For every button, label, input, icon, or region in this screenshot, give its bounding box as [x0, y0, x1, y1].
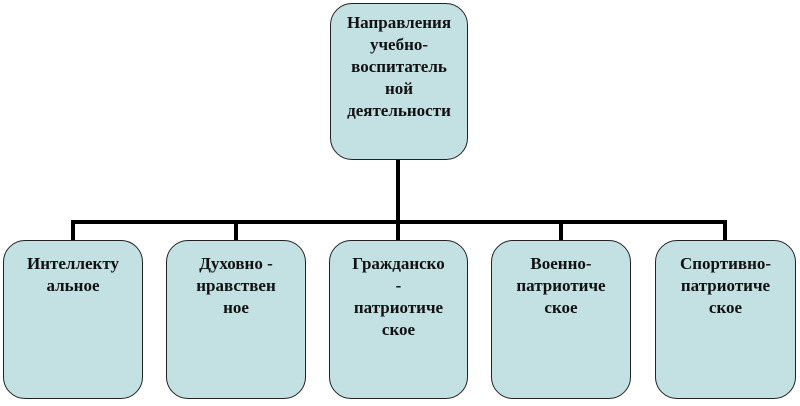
root-line: воспитатель: [351, 57, 447, 76]
node-line: ское: [544, 298, 578, 317]
connector-drop-3: [396, 220, 400, 241]
node-line: Интеллекту: [27, 254, 119, 273]
node-line: ное: [223, 298, 249, 317]
child-node-military-patriotic: Военно- патриотиче ское: [491, 240, 631, 399]
root-line: ной: [384, 79, 414, 98]
connector-drop-1: [71, 220, 75, 241]
node-line: патриотиче: [516, 276, 606, 295]
node-line: патриотиче: [680, 276, 771, 295]
connector-drop-4: [559, 220, 563, 241]
child-node-spiritual-moral: Духовно - нравствен ное: [166, 240, 306, 399]
root-node: Направления учебно- воспитатель ной деят…: [330, 3, 468, 160]
root-line: учебно-: [369, 35, 429, 54]
node-line: Духовно -: [199, 254, 273, 273]
root-line: деятельности: [347, 101, 451, 120]
node-line: Спортивно-: [679, 254, 772, 273]
node-line: патриотиче: [353, 298, 444, 317]
node-line: Военно-: [530, 254, 592, 273]
node-line: нравствен: [196, 276, 276, 295]
child-node-sports-patriotic: Спортивно- патриотиче ское: [655, 240, 796, 399]
child-node-intellectual: Интеллекту альное: [3, 240, 143, 399]
node-line: -: [395, 276, 402, 295]
connector-drop-2: [234, 220, 238, 241]
connector-drop-5: [723, 220, 727, 241]
root-line: Направления: [346, 13, 452, 32]
node-line: ское: [381, 320, 416, 339]
node-line: ское: [708, 298, 743, 317]
node-line: альное: [46, 276, 100, 295]
child-node-civic-patriotic: Гражданско - патриотиче ское: [329, 240, 468, 399]
node-line: Гражданско: [352, 254, 445, 273]
connector-trunk: [396, 159, 400, 224]
